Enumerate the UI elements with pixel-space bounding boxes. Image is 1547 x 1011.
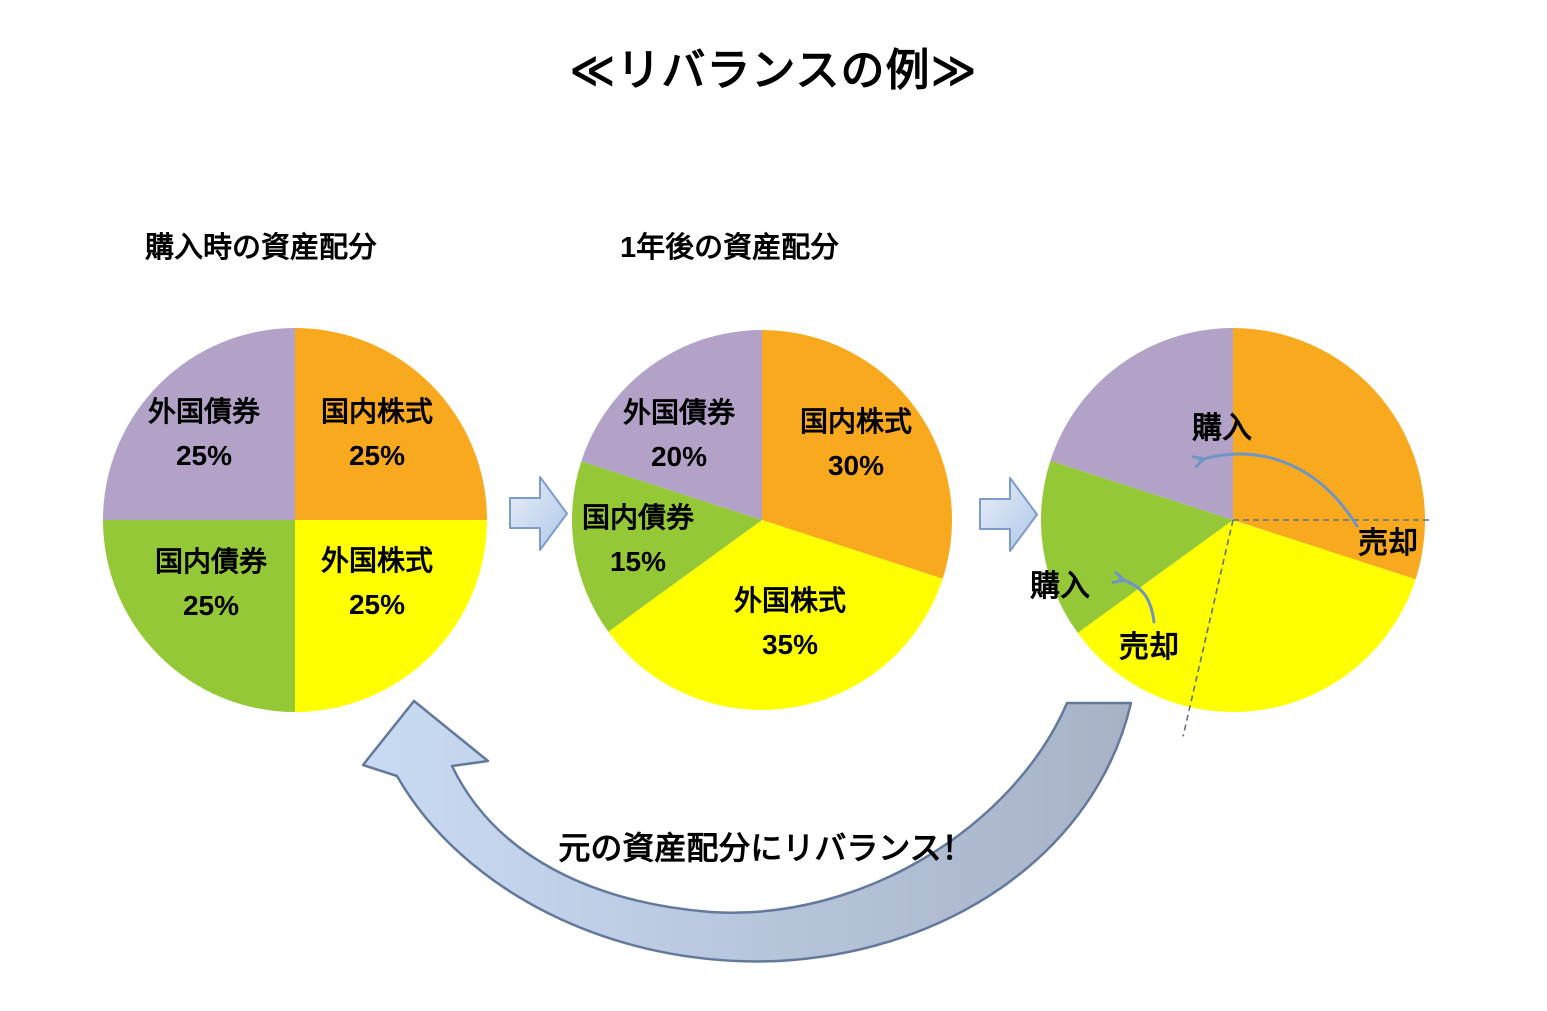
slice-name: 国内株式 [799,406,913,437]
right-arrow-icon-2 [979,477,1038,552]
slice-label-foreign-bond-1: 外国債券 25% [148,390,260,478]
slice-name: 外国債券 [147,396,261,427]
slice-name: 外国株式 [733,585,847,616]
curved-rebalance-arrow-icon [361,699,1133,963]
pie3-slice-1 [1077,520,1416,712]
pie2-slice-0 [762,330,952,579]
sell-annotation-domestic-stock: 売却 [1358,527,1418,560]
sell-to-buy-arrow-icon-left [1111,570,1156,624]
chart1-title: 購入時の資産配分 [145,232,378,264]
slice-name: 国内株式 [320,396,434,427]
slice-name: 国内債券 [581,502,695,533]
slice-pct: 25% [175,440,233,471]
rebalance-note: 元の資産配分にリバランス！ [558,830,974,866]
sell-annotation-foreign-stock: 売却 [1119,631,1179,664]
pie3-slice-2 [1041,460,1233,633]
slice-label-domestic-bond-1: 国内債券 25% [155,540,267,628]
pie1-slice-0 [295,328,487,520]
rebalance-guide-line [1182,519,1234,737]
buy-annotation-foreign-bond: 購入 [1192,412,1252,445]
slice-pct: 25% [182,590,240,621]
page-title: ≪リバランスの例≫ [569,46,978,95]
slice-pct: 20% [650,441,708,472]
slice-label-foreign-stock-2: 外国株式 35% [734,579,846,667]
sell-to-buy-arrow-icon-top [1191,452,1359,528]
pie3-slice-3 [1050,328,1233,520]
slice-name: 外国債券 [622,397,736,428]
pie2-slice-3 [581,330,762,520]
slice-pct: 25% [348,589,406,620]
slice-label-domestic-stock-1: 国内株式 25% [321,390,433,478]
pie-chart-one-year-later [572,330,952,710]
pie-chart-rebalance-actions [1041,328,1430,737]
slice-pct: 25% [348,440,406,471]
pie2-slice-1 [608,520,943,710]
slice-label-domestic-bond-2: 国内債券 15% [582,496,694,584]
slice-label-foreign-stock-1: 外国株式 25% [321,539,433,627]
slice-label-foreign-bond-2: 外国債券 20% [623,391,735,479]
slice-label-domestic-stock-2: 国内株式 30% [800,400,912,488]
buy-annotation-domestic-bond: 購入 [1030,570,1090,603]
slice-name: 国内債券 [154,546,268,577]
slice-name: 外国株式 [320,545,434,576]
chart2-title: 1年後の資産配分 [620,232,840,264]
pie-chart-initial-allocation [103,328,487,712]
slice-pct: 15% [609,546,667,577]
pie2-slice-2 [572,461,762,632]
slice-pct: 30% [827,450,885,481]
slice-pct: 35% [761,629,819,660]
right-arrow-icon-1 [509,476,568,551]
pie1-slice-1 [295,520,487,712]
pie3-slice-0 [1233,328,1425,580]
pie1-slice-3 [103,328,295,520]
pie1-slice-2 [103,520,295,712]
